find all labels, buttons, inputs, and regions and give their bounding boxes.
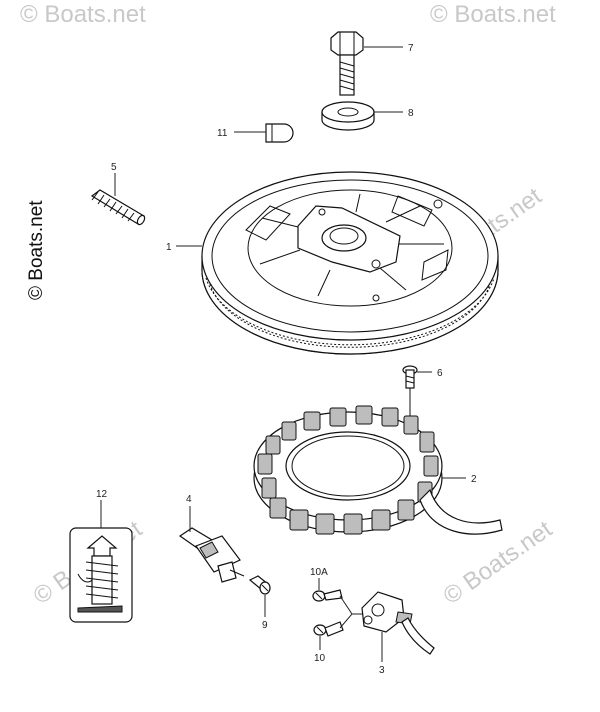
watermark-top-right: © Boats.net bbox=[430, 1, 556, 28]
watermark-top-left: © Boats.net bbox=[20, 1, 146, 28]
part-label-4: 4 bbox=[186, 494, 192, 505]
sensor-part-4 bbox=[178, 527, 245, 583]
key-part-11 bbox=[265, 123, 294, 143]
part-label-9: 9 bbox=[262, 620, 268, 631]
screw-bracket-lines bbox=[339, 595, 353, 629]
spring-pin-part-5 bbox=[90, 189, 146, 226]
part-label-2: 2 bbox=[471, 474, 477, 485]
clip-part-12 bbox=[69, 527, 133, 623]
part-label-12: 12 bbox=[96, 489, 108, 500]
flywheel-part-1 bbox=[201, 171, 499, 355]
part-label-5: 5 bbox=[111, 162, 117, 173]
part-label-3: 3 bbox=[379, 665, 385, 676]
screw-part-10 bbox=[313, 621, 344, 637]
part-label-7: 7 bbox=[408, 43, 414, 54]
part-label-8: 8 bbox=[408, 108, 414, 119]
part-label-10: 10 bbox=[314, 653, 326, 664]
watermark-main: © Boats.net bbox=[26, 200, 47, 300]
part-label-1: 1 bbox=[166, 242, 172, 253]
part-label-6: 6 bbox=[437, 368, 443, 379]
pulser-coil-part-3 bbox=[361, 591, 435, 655]
stator-part-2 bbox=[253, 405, 503, 535]
part-label-10a: 10A bbox=[310, 567, 328, 578]
part-label-11: 11 bbox=[217, 128, 228, 139]
screw-part-9 bbox=[248, 575, 271, 595]
bolt-part-7 bbox=[330, 31, 364, 96]
washer-part-8 bbox=[321, 101, 375, 131]
screw-part-10a bbox=[312, 589, 343, 602]
